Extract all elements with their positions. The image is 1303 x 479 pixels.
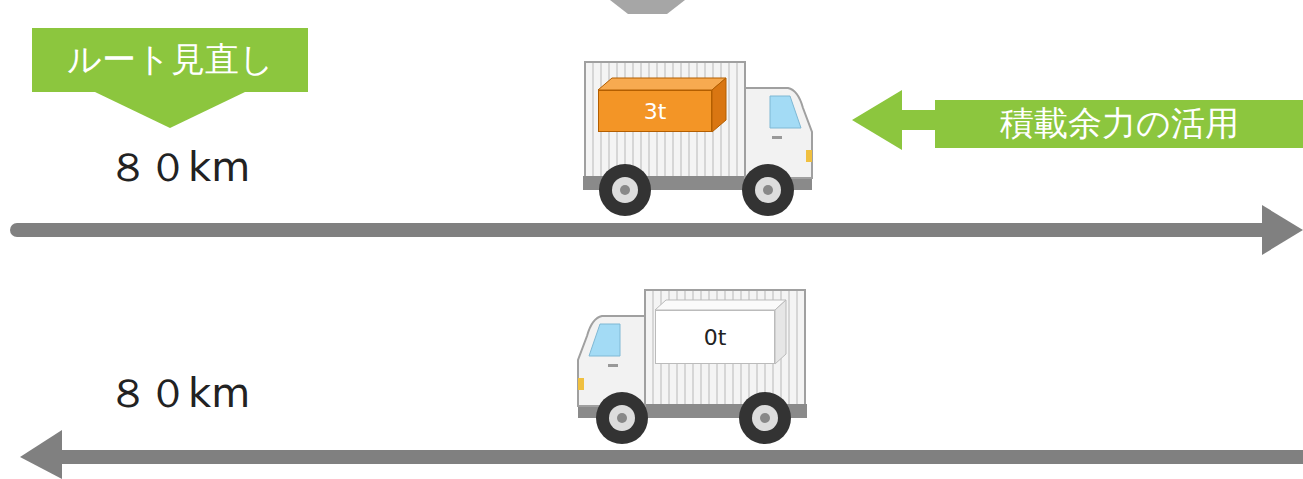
banner-box: 積載余力の活用 [935,100,1303,148]
banner-box: ルート見直し [32,28,308,92]
distance-label: ８０km [108,140,250,195]
left-arrow-head [852,90,937,150]
truck-return [578,290,807,444]
flow-arrow-partial [610,0,685,14]
node-text: 0t [704,325,727,350]
cargo-top [598,78,726,90]
distance-label: ８０km [108,366,250,421]
return-arrow [20,430,1303,479]
node-text: 積載余力の活用 [1000,101,1239,147]
cargo-box: 3t [598,90,712,132]
cargo-top [655,300,786,310]
truck-outbound [583,62,812,216]
outbound-arrow [10,205,1303,255]
node-text: 3t [644,99,667,124]
cargo-side [712,78,726,132]
down-arrow-head [95,92,245,128]
node-text: ルート見直し [67,37,274,83]
cargo-box: 0t [655,310,775,364]
cargo-side [775,300,786,364]
